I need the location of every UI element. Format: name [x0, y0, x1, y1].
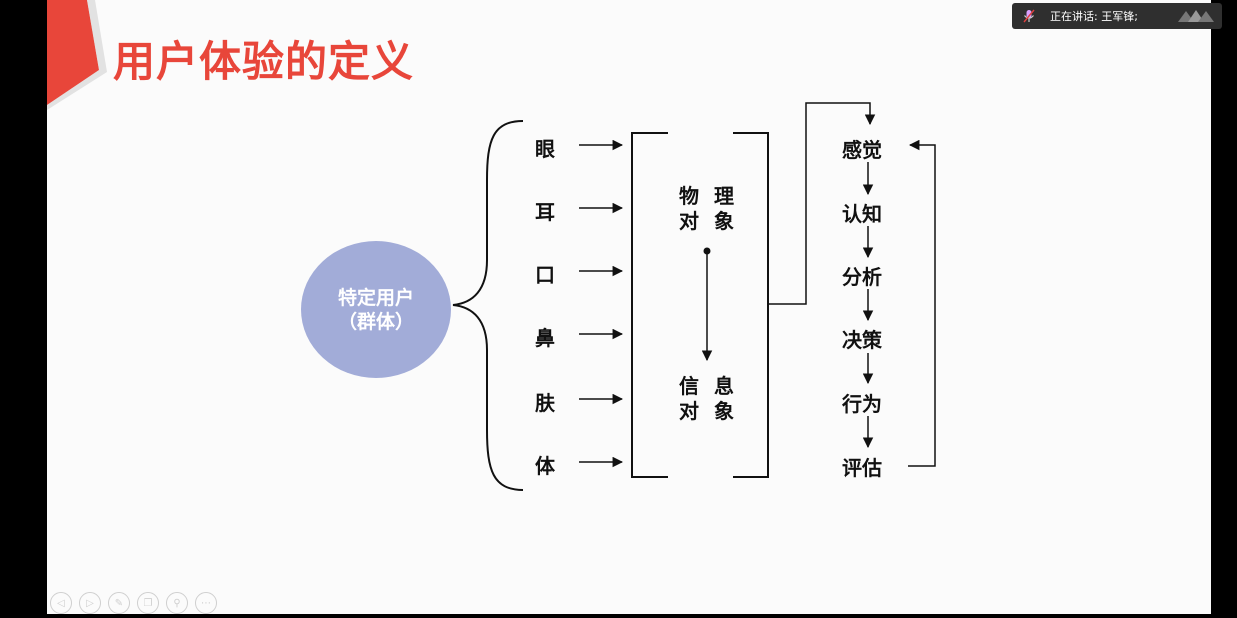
- left-brace: [452, 120, 524, 491]
- step-evaluation: 评估: [842, 456, 882, 480]
- pen-icon[interactable]: ✎: [108, 592, 130, 614]
- target-user-label: 特定用户: [337, 286, 414, 309]
- sense-mouth: 口: [535, 263, 555, 287]
- more-icon[interactable]: ⋯: [195, 592, 217, 614]
- step-behavior: 行为: [842, 392, 882, 416]
- object-right-bracket: [733, 132, 769, 478]
- object-to-steps-connector: [768, 102, 876, 305]
- step-sensation: 感觉: [842, 138, 882, 162]
- info-object-line2: 对 象: [679, 399, 738, 423]
- slide-toolbar: ◁ ▷ ✎ ❐ ⚲ ⋯: [50, 592, 217, 614]
- sense-skin: 肤: [535, 391, 555, 415]
- sense-body: 体: [535, 454, 555, 478]
- target-user-sublabel: （群体）: [337, 310, 414, 333]
- sense-arrows: [579, 139, 624, 468]
- step-analysis: 分析: [842, 265, 882, 289]
- sense-nose: 鼻: [535, 326, 555, 350]
- video-thumbnail-icon: [1178, 10, 1214, 22]
- prev-icon[interactable]: ◁: [50, 592, 72, 614]
- sense-eye: 眼: [535, 137, 555, 161]
- slide-diagram: [47, 0, 936, 491]
- microphone-icon: [1022, 9, 1036, 23]
- physical-object-line1: 物 理: [679, 184, 738, 208]
- target-user-circle: 特定用户 （群体）: [301, 241, 451, 378]
- sense-ear: 耳: [535, 200, 555, 224]
- speaking-text: 正在讲话: 王军锋;: [1050, 10, 1138, 23]
- speaking-indicator: 正在讲话: 王军锋;: [1012, 3, 1222, 29]
- presentation-slide: 用户体验的定义 特定用户 （群体） 眼 耳 口 鼻 肤 体 物 理 对 象 信 …: [47, 0, 1211, 614]
- feedback-loop-arrow: [908, 139, 936, 467]
- slide-title: 用户体验的定义: [113, 37, 415, 86]
- step-decision: 决策: [842, 328, 882, 352]
- next-icon[interactable]: ▷: [79, 592, 101, 614]
- object-left-bracket: [631, 132, 668, 478]
- info-object-line1: 信 息: [679, 374, 738, 398]
- step-cognition: 认知: [842, 202, 882, 226]
- zoom-icon[interactable]: ⚲: [166, 592, 188, 614]
- copy-icon[interactable]: ❐: [137, 592, 159, 614]
- physical-object-line2: 对 象: [679, 209, 738, 233]
